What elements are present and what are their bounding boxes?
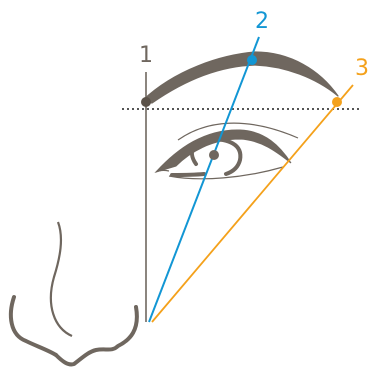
eyebrow-shape [143, 52, 338, 103]
nose-tip [56, 307, 137, 364]
point-1-marker [141, 97, 151, 107]
nose-left-wing [11, 297, 56, 355]
pupil-marker [209, 150, 219, 160]
nose-bridge [51, 222, 72, 336]
eye-inner-corner [156, 170, 169, 172]
label-2: 2 [255, 9, 269, 34]
label-3: 3 [355, 56, 369, 81]
point-3-marker [332, 97, 342, 107]
upper-eyelid [156, 130, 291, 172]
line-2 [149, 37, 259, 322]
label-1: 1 [139, 43, 153, 68]
point-2-marker [247, 55, 257, 65]
line-3 [152, 85, 353, 322]
lower-lashline [172, 174, 204, 175]
